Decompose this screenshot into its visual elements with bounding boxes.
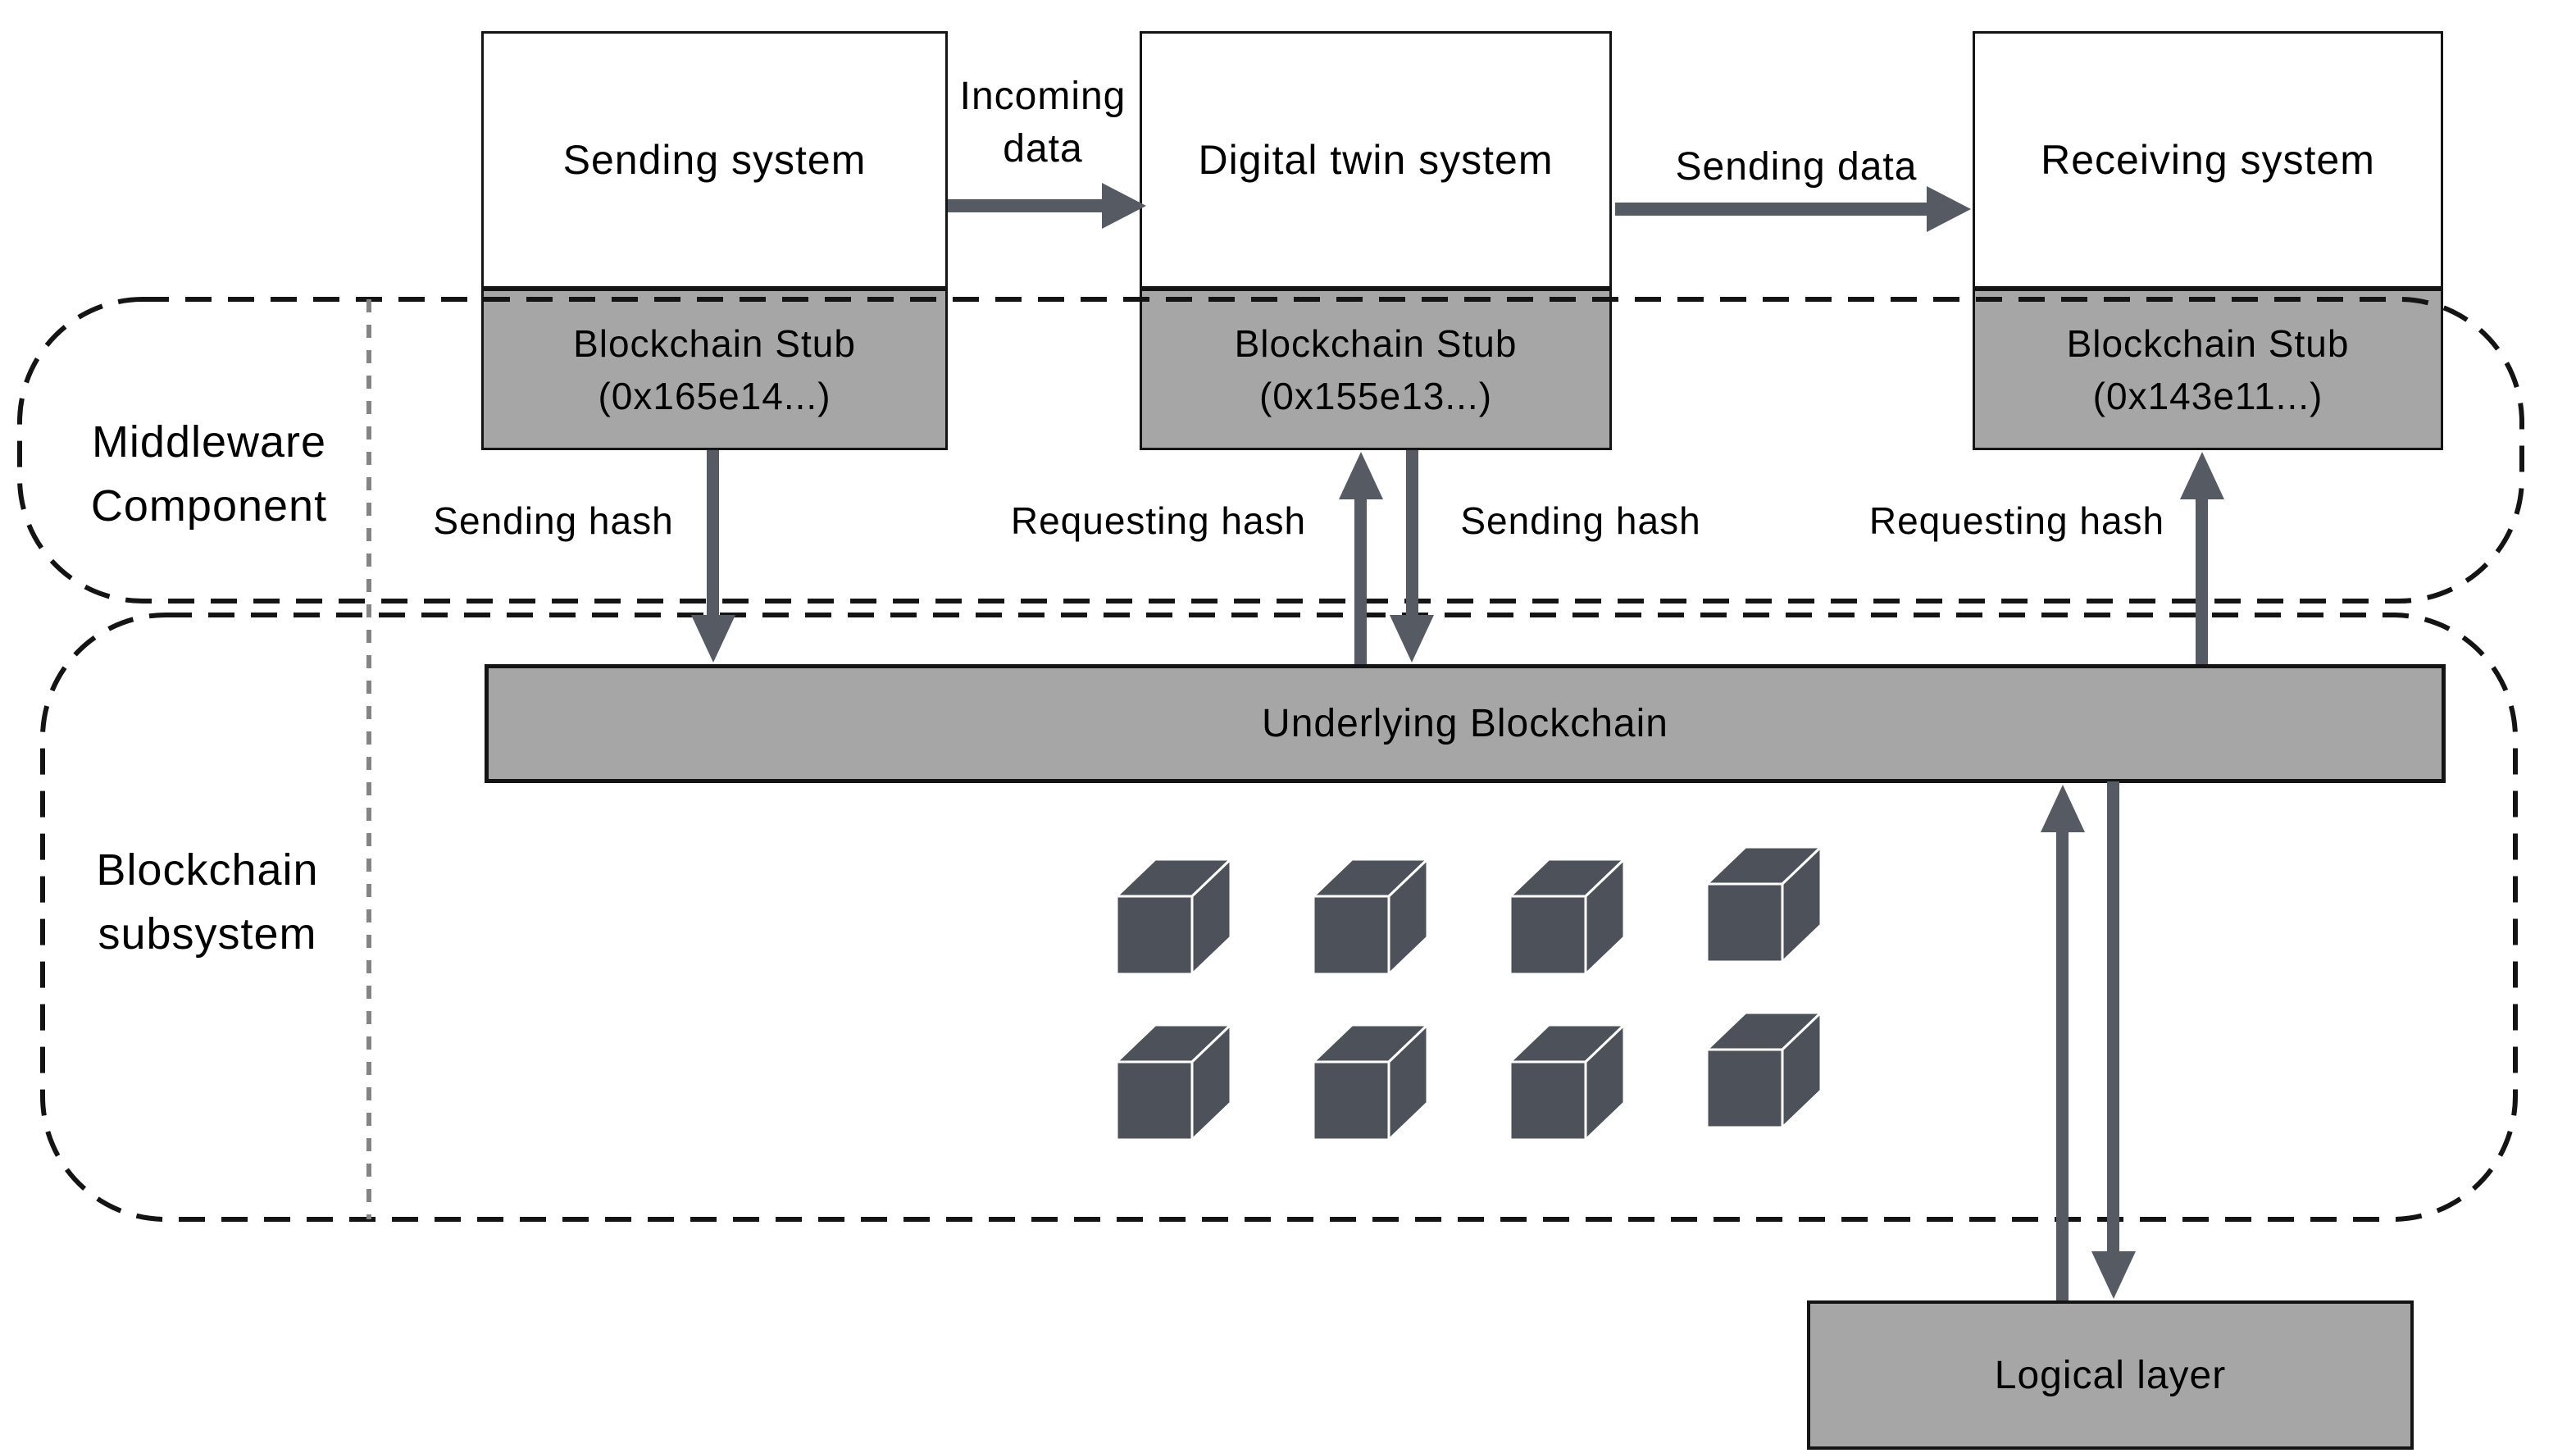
block-cube [1115,1023,1232,1141]
sending-system-box: Sending system [481,31,948,289]
logical-layer-label: Logical layer [1994,1353,2227,1397]
digital-twin-system-label: Digital twin system [1198,137,1554,183]
blockchain-stub-receiving: Blockchain Stub (0x143e11...) [1973,289,2443,450]
requesting-hash-arrow-middle [1339,452,1383,664]
stub-address: (0x143e11...) [2092,374,2323,417]
receiving-system-box: Receiving system [1973,31,2443,289]
middleware-component-label: Middleware Component [90,417,328,531]
incoming-data-arrow [948,183,1146,229]
stub-title: Blockchain Stub [2066,321,2350,365]
requesting-hash-arrow-right [2180,452,2224,664]
sending-hash-label-middle: Sending hash [1460,499,1701,542]
block-cube [1509,1023,1626,1141]
incoming-data-label: Incoming data [959,75,1126,171]
sending-hash-arrow-middle [1390,450,1434,663]
underlying-blockchain-bar: Underlying Blockchain [485,664,2446,783]
block-cube [1509,858,1626,976]
logical-layer-box: Logical layer [1807,1300,2414,1450]
stub-title: Blockchain Stub [573,321,856,365]
blockchain-stub-digital-twin: Blockchain Stub (0x155e13...) [1140,289,1612,450]
receiving-system-label: Receiving system [2041,137,2375,183]
stub-address: (0x165e14...) [598,374,831,417]
sending-hash-arrow-left [691,450,735,663]
logical-layer-down-arrow [2091,781,2136,1299]
stub-address: (0x155e13...) [1258,374,1493,417]
digital-twin-system-box: Digital twin system [1140,31,1612,289]
blockchain-subsystem-label: Blockchain subsystem [96,845,319,959]
logical-layer-up-arrow [2041,785,2085,1300]
sending-system-label: Sending system [562,137,867,183]
block-cube [1115,858,1232,976]
blockchain-stub-sending: Blockchain Stub (0x165e14...) [481,289,948,450]
block-cube [1705,1011,1823,1129]
requesting-hash-label-right: Requesting hash [1868,499,2165,542]
block-cube [1312,1023,1429,1141]
requesting-hash-label-middle: Requesting hash [1010,499,1307,542]
block-cube [1705,845,1823,963]
block-cube [1312,858,1429,976]
stub-title: Blockchain Stub [1234,321,1518,365]
sending-data-label: Sending data [1675,145,1918,189]
sending-hash-label-left: Sending hash [433,499,674,542]
underlying-blockchain-label: Underlying Blockchain [1262,702,1668,745]
